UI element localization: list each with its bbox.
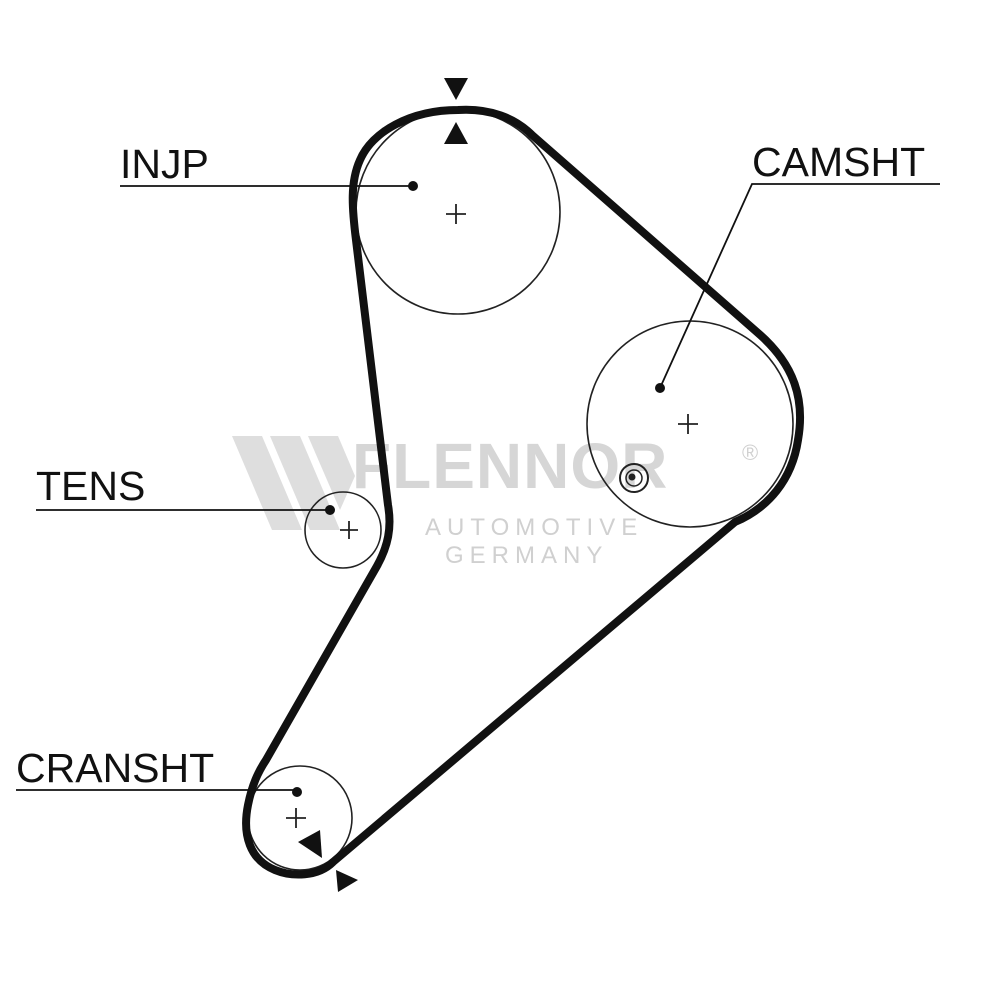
top-timing-arrow-up bbox=[444, 122, 468, 144]
injp-leader-dot bbox=[408, 181, 418, 191]
watermark-line1: AUTOMOTIVE bbox=[425, 514, 643, 541]
watermark: FLENNOR ® AUTOMOTIVE GERMANY bbox=[232, 430, 758, 569]
label-injp: INJP bbox=[120, 141, 209, 187]
crank-timing-arrow-inner bbox=[298, 830, 322, 858]
cransht-leader-dot bbox=[292, 787, 302, 797]
camsht-leader-line bbox=[659, 183, 940, 389]
camshaft-timing-mark bbox=[619, 463, 649, 493]
tensioner-center-cross bbox=[340, 521, 358, 539]
crank-timing-arrow-outer bbox=[336, 870, 358, 892]
injection-pump-center-cross bbox=[446, 204, 466, 224]
camshaft-center-cross bbox=[678, 414, 698, 434]
tensioner-pulley bbox=[304, 491, 382, 569]
camsht-leader-dot bbox=[655, 383, 665, 393]
watermark-brand: FLENNOR bbox=[352, 430, 668, 502]
watermark-logo-mark bbox=[232, 436, 355, 530]
label-cransht: CRANSHT bbox=[16, 745, 214, 791]
crankshaft-center-cross bbox=[286, 808, 306, 828]
timing-belt bbox=[242, 105, 805, 879]
watermark-line2: GERMANY bbox=[445, 542, 608, 569]
tens-leader-dot bbox=[325, 505, 335, 515]
label-camsht: CAMSHT bbox=[752, 139, 925, 185]
watermark-registered: ® bbox=[742, 440, 758, 465]
label-tens: TENS bbox=[36, 463, 145, 509]
top-timing-arrow-down bbox=[444, 78, 468, 100]
